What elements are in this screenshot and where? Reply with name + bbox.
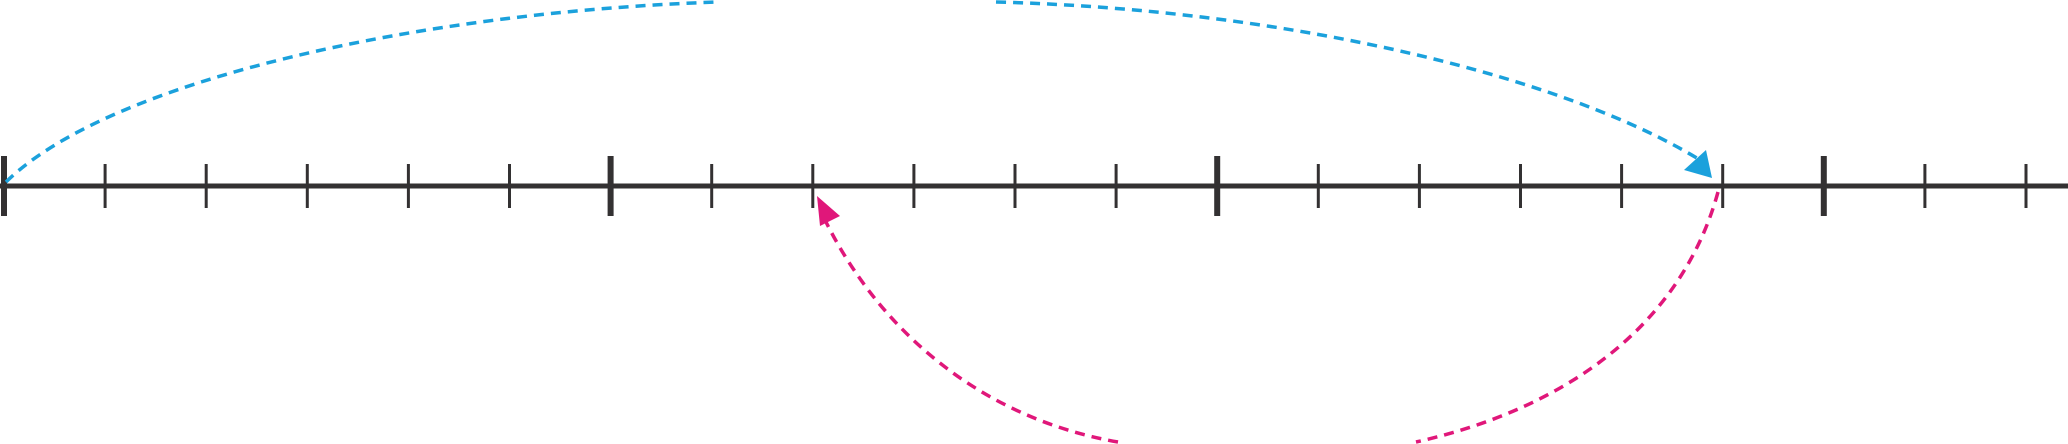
jump-backward-arc-end [824, 221, 1119, 444]
jump-backward-arc-start [1415, 191, 1720, 444]
jump-backward-arc [817, 191, 1720, 444]
right-pointing-arrow-icon [1684, 150, 1712, 178]
jump-forward-arc-start [4, 0, 719, 184]
left-pointing-arrow-icon [817, 196, 840, 226]
jump-forward-arc-end [995, 0, 1701, 162]
jump-forward-arc [4, 0, 1712, 184]
